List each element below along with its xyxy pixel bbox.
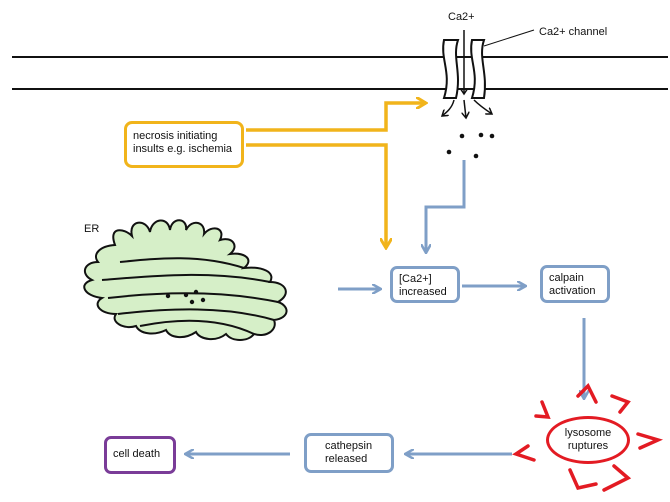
- blue-arrow-ions-to-ca-increased: [426, 160, 466, 252]
- calcium-channel: [442, 29, 535, 118]
- ca-increased-line-1: [Ca2+]: [399, 273, 432, 285]
- cell-death-label: cell death: [113, 448, 161, 460]
- calpain-line-1: calpain: [549, 272, 584, 284]
- lysosome-burst-marks: [512, 383, 664, 492]
- er-organelle: [83, 219, 288, 341]
- ca-increased-box: [Ca2+] increased: [390, 266, 460, 303]
- cathepsin-released-box: cathepsin released: [304, 433, 394, 473]
- necrosis-insults-box: necrosis initiating insults e.g. ischemi…: [124, 121, 244, 168]
- calcium-ions: [446, 132, 495, 159]
- necrosis-box-line-2: insults e.g. ischemia: [133, 143, 233, 155]
- cathepsin-line-1: cathepsin: [325, 440, 373, 452]
- ca-channel-label: Ca2+ channel: [539, 26, 608, 38]
- er-label: ER: [84, 223, 100, 235]
- calpain-activation-box: calpain activation: [540, 265, 610, 303]
- cell-death-box: cell death: [104, 436, 176, 474]
- calpain-line-2: activation: [549, 285, 596, 297]
- necrosis-box-line-1: necrosis initiating: [133, 130, 218, 142]
- lysosome-line-1: lysosome: [564, 427, 612, 439]
- ca-ion-label: Ca2+: [448, 11, 475, 23]
- cathepsin-line-2: released: [325, 453, 368, 465]
- yellow-arrow-to-ca-increased: [246, 143, 386, 248]
- ca-increased-line-2: increased: [399, 286, 447, 298]
- lysosome-line-2: ruptures: [567, 440, 609, 452]
- yellow-arrow-to-channel: [246, 103, 426, 132]
- lysosome-ruptures-node: lysosome ruptures: [546, 416, 630, 464]
